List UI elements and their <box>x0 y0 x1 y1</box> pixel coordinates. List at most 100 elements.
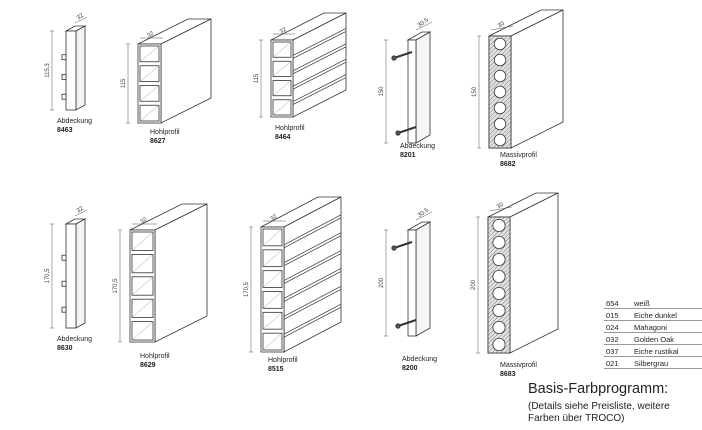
screw <box>397 126 417 134</box>
chamber-edge <box>272 99 292 116</box>
color-name: Eiche dunkel <box>632 308 702 321</box>
chamber-edge <box>262 249 283 267</box>
profile-number: 8464 <box>275 133 291 141</box>
chamber-edge <box>272 61 292 77</box>
color-name: weiß <box>632 297 702 309</box>
chamber-edge <box>262 291 283 309</box>
bore-hole <box>493 101 507 115</box>
dim-width-label: 32 <box>269 213 278 222</box>
screw <box>397 319 417 327</box>
dim-width-label: 32 <box>76 205 85 214</box>
screw-head <box>395 130 401 136</box>
chamber-edge <box>131 231 154 251</box>
profile-8682 <box>488 9 564 149</box>
clip-tab <box>61 74 67 80</box>
chamber-edge <box>272 41 292 58</box>
bore-hole <box>493 37 507 51</box>
profile-8629 <box>129 203 208 343</box>
box-front <box>65 30 77 111</box>
profile-type: Abdeckung <box>57 118 93 125</box>
box-front <box>407 229 417 337</box>
dim-height-label: 170,5 <box>113 278 119 294</box>
slat-line <box>283 303 342 335</box>
profile-number: 8683 <box>500 370 516 378</box>
slat-line <box>292 43 347 72</box>
color-code: 032 <box>604 332 632 345</box>
chamber-edge <box>272 80 292 96</box>
profile-8515 <box>260 196 342 353</box>
bore-hole <box>492 252 506 267</box>
slat-line <box>292 74 347 102</box>
bore-hole <box>492 286 506 301</box>
profile-type: Abdeckung <box>402 356 438 363</box>
box-side <box>75 218 86 329</box>
slat-line <box>292 77 347 105</box>
chamber-edge <box>139 105 160 122</box>
profile-8683 <box>487 192 559 354</box>
profile-type: Hohlprofil <box>150 129 180 136</box>
slat-line <box>283 214 342 246</box>
profile-number: 8201 <box>400 151 416 159</box>
slat-line <box>292 46 347 75</box>
screw <box>393 241 413 249</box>
dim-height-label: 115,3 <box>45 63 51 78</box>
box-front <box>407 39 417 144</box>
dim-width-label: 30 <box>497 20 506 29</box>
bore-hole <box>492 218 506 233</box>
dim-line <box>490 25 514 31</box>
slat-line <box>283 235 342 267</box>
color-code: 037 <box>604 344 632 357</box>
dim-line <box>74 16 88 24</box>
dim-height-label: 150 <box>379 86 385 97</box>
dim-width-label: 30 <box>496 201 505 210</box>
profile-type: Hohlprofil <box>268 357 298 364</box>
bore-hole <box>493 53 507 67</box>
slat-line <box>283 271 342 302</box>
chamber-edge <box>262 312 283 330</box>
profile-8200 <box>391 221 432 337</box>
dim-height-label: 150 <box>472 86 478 97</box>
profile-type: Massivprofil <box>500 152 537 159</box>
color-code: 024 <box>604 320 632 333</box>
box-side <box>415 221 431 337</box>
chamber-edge <box>131 321 154 341</box>
profile-type: Massivprofil <box>500 362 537 369</box>
box-side <box>509 192 559 354</box>
profile-8464 <box>270 12 347 118</box>
dim-width-label: 30,5 <box>417 17 431 29</box>
profile-8627 <box>137 18 212 124</box>
bore-hole <box>492 235 506 250</box>
chamber-edge <box>262 270 283 288</box>
dim-height-label: 170,5 <box>45 268 51 284</box>
slat-line <box>283 253 342 284</box>
slat-line <box>283 217 342 249</box>
color-code: 654 <box>604 297 632 309</box>
chamber-edge <box>139 45 160 62</box>
color-name: Mahagoni <box>632 320 702 333</box>
profile-type: Abdeckung <box>400 143 436 150</box>
profile-8630 <box>61 218 87 329</box>
clip-tab <box>61 93 67 100</box>
bore-hole <box>492 303 506 318</box>
dim-line <box>415 21 433 31</box>
color-name: Golden Oak <box>632 332 702 345</box>
slat-line <box>283 288 342 320</box>
dim-height-label: 170,5 <box>244 281 250 297</box>
dim-width-label: 32 <box>76 12 85 21</box>
dim-line <box>415 211 433 221</box>
dim-line <box>489 206 513 212</box>
dim-height-label: 200 <box>471 279 477 290</box>
bore-hole <box>493 117 507 131</box>
